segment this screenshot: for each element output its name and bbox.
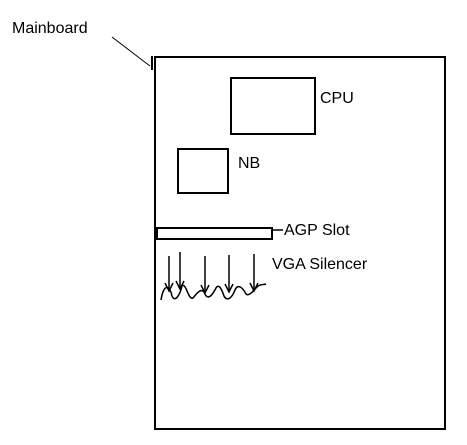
agp-slot-label: AGP Slot — [284, 222, 350, 239]
vga-silencer-label: VGA Silencer — [272, 256, 368, 273]
mainboard-outline — [154, 56, 446, 430]
mainboard-label: Mainboard — [12, 20, 88, 37]
arrow-head — [200, 284, 210, 295]
arrow-head — [175, 280, 185, 291]
vga-silencer-arrows — [164, 252, 259, 295]
mainboard-leader-line — [111, 36, 151, 67]
nb-label: NB — [238, 155, 261, 172]
arrow-head — [164, 282, 174, 293]
cpu-label: CPU — [320, 90, 354, 107]
arrow-head — [249, 282, 259, 293]
agp-slot — [156, 227, 273, 240]
arrow-head — [224, 283, 234, 294]
cpu-box — [230, 77, 316, 135]
vga-silencer-fins — [160, 283, 267, 301]
nb-box — [177, 148, 229, 194]
